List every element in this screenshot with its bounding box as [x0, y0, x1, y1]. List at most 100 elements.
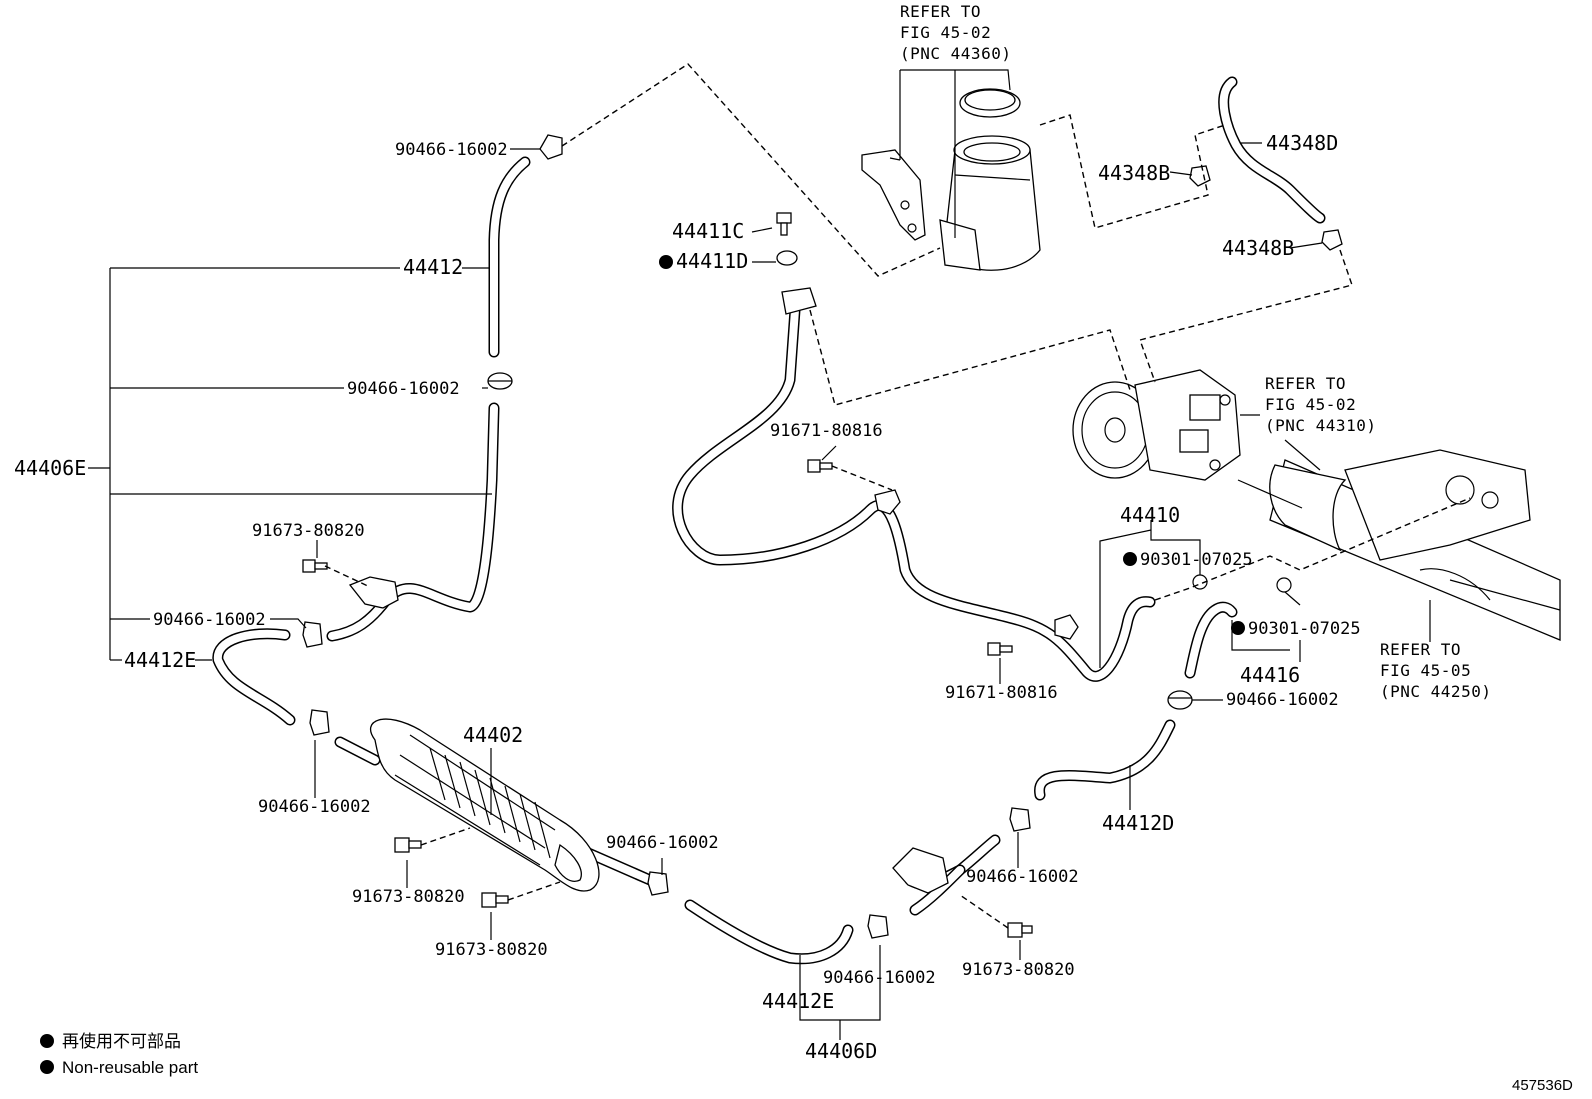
- label-44412E-top: 44412E: [124, 648, 196, 672]
- dash-44348-reservoir: [1039, 114, 1226, 229]
- dash-91671-a: [831, 465, 893, 491]
- label-44412E-bottom: 44412E: [762, 989, 834, 1013]
- reservoir-tank: [939, 88, 1041, 271]
- clamp-44348B-bottom: [1321, 229, 1343, 251]
- hose-44416: [1184, 601, 1238, 679]
- clamp-90466-h: [1167, 690, 1193, 710]
- non-reusable-marker-44411D: [659, 255, 673, 269]
- label-91673-80820-d: 91673-80820: [962, 960, 1075, 980]
- label-44410: 44410: [1120, 503, 1180, 527]
- bracket-44410-upper: [874, 489, 901, 515]
- bolt-91673-c: [481, 892, 509, 908]
- hose-44412E-bottom: [684, 899, 854, 965]
- non-reusable-marker-90301-b: [1231, 621, 1245, 635]
- hose-44412-upper: [488, 156, 531, 358]
- clamp-90466-g: [1009, 807, 1031, 832]
- bolt-91671-a: [807, 459, 833, 473]
- ref-gear-line-3: (PNC 44250): [1380, 682, 1491, 701]
- label-91673-80820-c: 91673-80820: [435, 940, 548, 960]
- label-90466-16002-h: 90466-16002: [1226, 690, 1339, 710]
- label-44348D: 44348D: [1266, 131, 1338, 155]
- bolt-91673-d: [1007, 922, 1033, 938]
- legend-line-2: Non-reusable part: [62, 1058, 198, 1077]
- label-90466-16002-f: 90466-16002: [823, 968, 936, 988]
- hose-44412-lower: [326, 402, 500, 642]
- dash-90466-to-reservoir: [561, 63, 941, 277]
- power-steering-pump: [1072, 369, 1241, 481]
- bolt-44411C: [776, 212, 792, 236]
- label-91673-80820-a: 91673-80820: [252, 521, 365, 541]
- o-ring-90301-b: [1276, 577, 1292, 593]
- leader-lines: [88, 69, 1431, 1040]
- ref-reservoir-line-1: REFER TO: [900, 2, 981, 21]
- pipe-44410: [672, 304, 1156, 682]
- ref-gear-line-2: FIG 45-05: [1380, 661, 1471, 680]
- oil-cooler-44402: [369, 718, 600, 892]
- dash-44348B-to-pump: [1139, 249, 1353, 383]
- clamp-90466-e: [647, 871, 669, 896]
- label-44416: 44416: [1240, 663, 1300, 687]
- figure-code: 457536D: [1512, 1077, 1573, 1094]
- label-44348B-top: 44348B: [1098, 161, 1170, 185]
- bolt-91671-b: [987, 642, 1013, 656]
- label-90466-16002-e: 90466-16002: [606, 833, 719, 853]
- ref-pump-line-2: FIG 45-02: [1265, 395, 1356, 414]
- label-90466-16002-a: 90466-16002: [395, 140, 508, 160]
- label-90301-07025-a: 90301-07025: [1140, 550, 1253, 570]
- ref-reservoir: REFER TO FIG 45-02 (PNC 44360): [900, 2, 1011, 63]
- label-44411D: 44411D: [676, 249, 748, 273]
- label-91671-80816-b: 91671-80816: [945, 683, 1058, 703]
- ref-pump: REFER TO FIG 45-02 (PNC 44310): [1265, 374, 1376, 435]
- label-90466-16002-d: 90466-16002: [258, 797, 371, 817]
- dash-91673-c: [507, 881, 561, 901]
- dash-91673-d: [959, 894, 1009, 929]
- bracket-left: [348, 576, 399, 609]
- clamp-90466-f: [867, 914, 889, 939]
- label-44412D: 44412D: [1102, 811, 1174, 835]
- gasket-44411D: [776, 250, 798, 266]
- legend-dot-2: [40, 1060, 54, 1074]
- label-90466-16002-g: 90466-16002: [966, 867, 1079, 887]
- non-reusable-marker-90301-a: [1123, 552, 1137, 566]
- dash-91673-b: [420, 827, 471, 846]
- clamp-90466-a: [539, 134, 563, 160]
- legend-dot-1: [40, 1034, 54, 1048]
- label-44406E: 44406E: [14, 456, 86, 480]
- hose-44348D: [1218, 76, 1326, 224]
- label-91673-80820-b: 91673-80820: [352, 887, 465, 907]
- bracket-44410-lower: [1054, 614, 1079, 640]
- legend: 再使用不可部品 Non-reusable part: [40, 1031, 198, 1077]
- dash-pump-to-fitting: [809, 309, 1131, 406]
- clamp-90466-b: [487, 372, 513, 390]
- label-90466-16002-c: 90466-16002: [153, 610, 266, 630]
- clamp-90466-d: [309, 709, 330, 736]
- ref-gear-line-1: REFER TO: [1380, 640, 1461, 659]
- ref-pump-line-1: REFER TO: [1265, 374, 1346, 393]
- label-44402: 44402: [463, 723, 523, 747]
- label-90301-07025-b: 90301-07025: [1248, 619, 1361, 639]
- hose-44412E-left: [212, 628, 296, 726]
- ref-reservoir-line-2: FIG 45-02: [900, 23, 991, 42]
- label-90466-16002-b: 90466-16002: [347, 379, 460, 399]
- ref-pump-line-3: (PNC 44310): [1265, 416, 1376, 435]
- dash-o-ring-to-gear: [1154, 497, 1471, 601]
- label-44411C: 44411C: [672, 219, 744, 243]
- clamp-44348B-top: [1189, 165, 1211, 187]
- label-91671-80816-a: 91671-80816: [770, 421, 883, 441]
- ref-reservoir-line-3: (PNC 44360): [900, 44, 1011, 63]
- bracket-center: [892, 847, 949, 894]
- label-44406D: 44406D: [805, 1039, 877, 1063]
- legend-line-1: 再使用不可部品: [62, 1031, 181, 1051]
- steering-gear: [1269, 449, 1561, 641]
- bolt-91673-a: [302, 559, 328, 573]
- label-44348B-bottom: 44348B: [1222, 236, 1294, 260]
- dash-91673-a: [324, 565, 371, 588]
- bolt-91673-b: [394, 837, 422, 853]
- union-fitting: [781, 287, 817, 315]
- hose-44412D: [1034, 719, 1176, 801]
- clamp-90466-c: [302, 621, 323, 648]
- label-44412: 44412: [403, 255, 463, 279]
- ref-gear: REFER TO FIG 45-05 (PNC 44250): [1380, 640, 1491, 701]
- reservoir-bracket: [861, 149, 926, 241]
